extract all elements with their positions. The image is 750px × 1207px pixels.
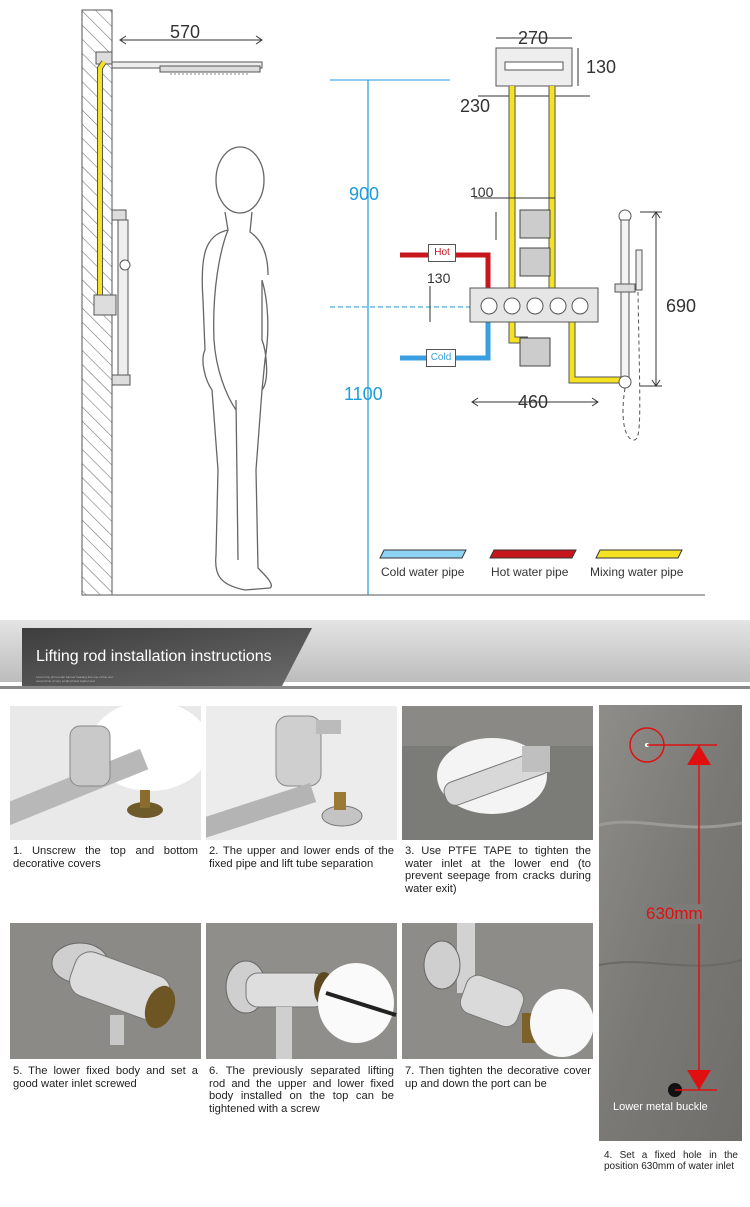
step-7-caption: 7. Then tighten the decorative cover up … [405, 1065, 591, 1090]
dim-top-pipe-spacing: 230 [460, 96, 491, 116]
hot-tag: Hot [428, 244, 456, 262]
human-figure [201, 146, 272, 591]
step-4-caption: 4. Set a fixed hole in the position 630m… [604, 1150, 738, 1172]
legend-mix: Mixing water pipe [590, 565, 684, 579]
dim-height-lower: 1100 [344, 384, 383, 404]
legend-cold: Cold water pipe [381, 565, 465, 579]
step-5-photo [10, 923, 201, 1059]
banner-subtitle: Lorem tiny print under banner heading li… [36, 675, 113, 683]
dim-height-upper: 900 [349, 184, 380, 204]
step-3-photo [402, 706, 593, 840]
step-2-caption: 2. The upper and lower ends of the fixed… [209, 845, 394, 870]
legend-hot: Hot water pipe [491, 565, 569, 579]
diagram-drawing [81, 9, 705, 596]
dim-valve-width: 460 [518, 392, 549, 412]
cold-tag: Cold [426, 349, 456, 367]
measure-distance: 630mm [646, 904, 703, 924]
step-7-photo [402, 923, 593, 1059]
step-1-caption: 1. Unscrew the top and bottom decorative… [13, 845, 198, 870]
dim-valve-height: 130 [427, 270, 451, 286]
dim-head-arm: 570 [170, 22, 201, 42]
step-2-photo [206, 706, 397, 840]
section-banner [0, 620, 750, 690]
lower-buckle-label: Lower metal buckle [613, 1101, 708, 1113]
dim-slide-bar: 690 [666, 296, 697, 316]
step-6-caption: 6. The previously separated lifting rod … [209, 1065, 394, 1115]
step-1-photo [10, 706, 201, 840]
step-5-caption: 5. The lower fixed body and set a good w… [13, 1065, 198, 1090]
step-6-photo [206, 923, 397, 1059]
shower-head [159, 65, 261, 73]
step-3-caption: 3. Use PTFE TAPE to tighten the water in… [405, 845, 591, 895]
banner-title: Lifting rod installation instructions [36, 648, 272, 665]
dim-top-box-width: 270 [518, 28, 549, 48]
dim-top-box-height: 130 [586, 57, 617, 77]
installation-diagram: 570 270 130 230 900 1100 100 130 690 460… [81, 9, 705, 596]
dim-body-jet-spacing: 100 [470, 184, 494, 200]
